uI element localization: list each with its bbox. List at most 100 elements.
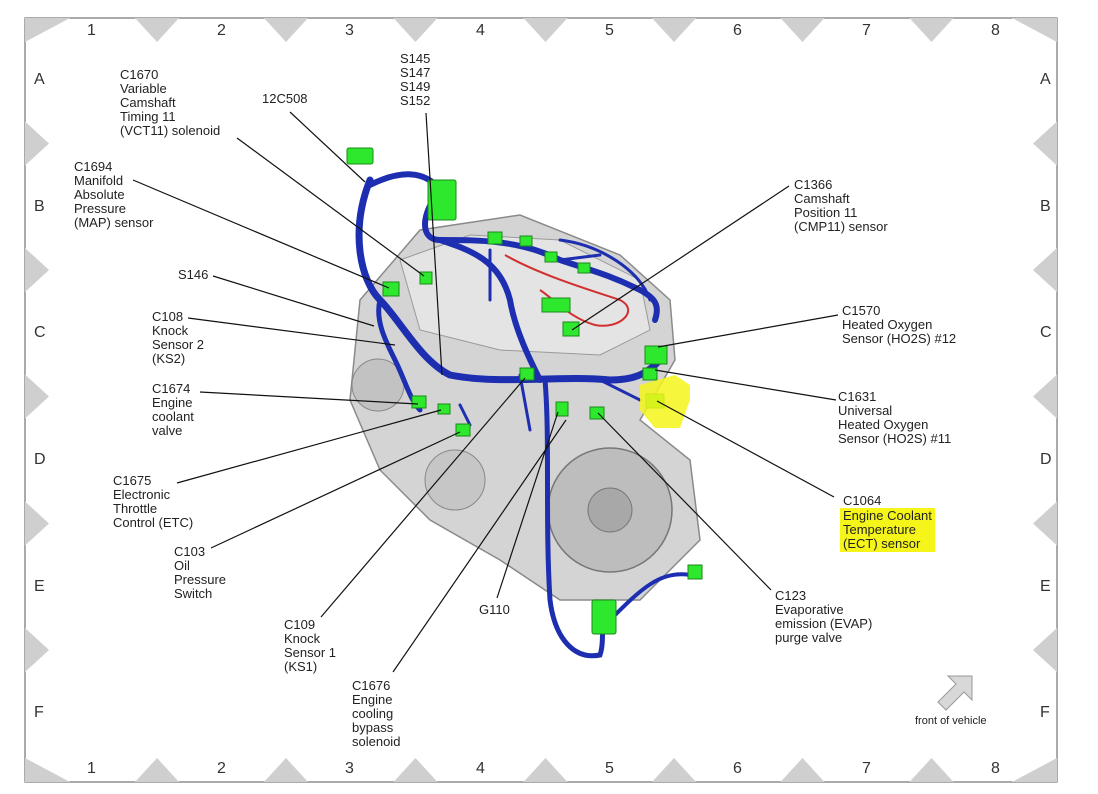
harness-right xyxy=(558,238,652,302)
label-12c508: 12C508 xyxy=(262,91,308,106)
connector-c1366 xyxy=(562,321,580,337)
harness-branch-thin xyxy=(458,248,642,432)
row-label-left: F xyxy=(34,704,44,721)
label-c1675: C1675 Electronic Throttle Control (ETC) xyxy=(113,473,194,530)
label-c123: C123 Evaporative emission (EVAP) purge v… xyxy=(775,588,873,645)
ruler-triangle-top xyxy=(652,18,696,42)
ruler-triangle-bottom xyxy=(393,758,438,782)
label-c1674: C1674 Engine coolant valve xyxy=(152,381,194,438)
ruler-triangle-left xyxy=(25,374,49,419)
column-label-bottom: 2 xyxy=(217,760,226,777)
row-label-right: E xyxy=(1040,578,1051,595)
ruler-triangle-bottom xyxy=(780,758,825,782)
connector-top2 xyxy=(519,235,533,247)
ruler-triangle-bottom xyxy=(523,758,568,782)
ruler-right xyxy=(1033,121,1057,672)
column-label-bottom: 3 xyxy=(345,760,354,777)
label-c103: C103 Oil Pressure Switch xyxy=(174,544,227,601)
leader-lines xyxy=(132,111,839,673)
ruler-triangle-bottom xyxy=(135,758,179,782)
flywheel-hub xyxy=(587,487,633,533)
connector-top1 xyxy=(487,231,503,245)
connector-c1631 xyxy=(642,367,658,381)
label-c109: C109 Knock Sensor 1 (KS1) xyxy=(284,617,337,674)
connector-tail xyxy=(687,564,703,580)
ruler-triangle-left xyxy=(25,501,49,546)
column-label-top: 8 xyxy=(991,22,1000,39)
connector-c1694 xyxy=(382,281,400,297)
label-c1676: C1676 Engine cooling bypass solenoid xyxy=(352,678,401,749)
ruler-bottom xyxy=(25,758,1057,782)
connector-c109 xyxy=(519,367,535,381)
harness-down xyxy=(542,377,608,659)
label-c1694: C1694 Manifold Absolute Pressure (MAP) s… xyxy=(74,159,154,230)
connector-mid1 xyxy=(541,297,571,313)
harness-main xyxy=(355,176,664,384)
column-label-top: 3 xyxy=(345,22,354,39)
connector-c1570 xyxy=(644,345,668,365)
front-arrow-icon xyxy=(937,675,973,711)
row-label-right: B xyxy=(1040,198,1051,215)
label-c1570: C1570 Heated Oxygen Sensor (HO2S) #12 xyxy=(842,303,957,346)
label-s145: S145 S147 S149 S152 xyxy=(400,51,431,108)
column-label-top: 5 xyxy=(605,22,614,39)
row-label-right: D xyxy=(1040,451,1052,468)
harness-loop xyxy=(437,237,543,383)
row-label-right: C xyxy=(1040,324,1052,341)
front-of-vehicle-label: front of vehicle xyxy=(915,715,987,727)
column-label-bottom: 8 xyxy=(991,760,1000,777)
column-label-bottom: 4 xyxy=(476,760,485,777)
connector-top3 xyxy=(544,251,558,263)
column-label-top: 7 xyxy=(862,22,871,39)
ruler-triangle-top xyxy=(523,18,568,42)
ruler-triangle-right xyxy=(1033,628,1057,672)
row-label-left: E xyxy=(34,578,45,595)
label-c1064-name: Engine Coolant Temperature (ECT) sensor xyxy=(840,508,935,552)
row-label-right: A xyxy=(1040,71,1051,88)
connector-c103 xyxy=(455,423,471,437)
ruler-triangle-bottom xyxy=(652,758,696,782)
label-c108: C108 Knock Sensor 2 (KS2) xyxy=(152,309,205,366)
ruler-triangle-bottom xyxy=(1012,758,1057,782)
ruler-triangle-top xyxy=(1012,18,1057,42)
connector-c1674 xyxy=(411,395,427,409)
ruler-triangle-top xyxy=(780,18,825,42)
ruler-triangle-bottom xyxy=(25,758,70,782)
connector-12c508 xyxy=(346,147,374,165)
label-s146: S146 xyxy=(178,267,209,282)
row-label-right: F xyxy=(1040,704,1050,721)
row-label-left: C xyxy=(34,324,46,341)
label-g110: G110 xyxy=(479,602,510,617)
column-label-bottom: 5 xyxy=(605,760,614,777)
ruler-triangle-left xyxy=(25,121,49,166)
column-label-top: 4 xyxy=(476,22,485,39)
label-c1670: C1670 Variable Camshaft Timing 11 (VCT11… xyxy=(120,67,221,138)
column-label-bottom: 7 xyxy=(862,760,871,777)
ruler-triangle-top xyxy=(264,18,308,42)
column-label-top: 6 xyxy=(733,22,742,39)
ruler-triangle-right xyxy=(1033,121,1057,166)
label-c1366: C1366 Camshaft Position 11 (CMP11) senso… xyxy=(794,177,888,234)
row-label-left: D xyxy=(34,451,46,468)
harness-tail xyxy=(608,572,692,622)
label-c1064-id: C1064 xyxy=(843,493,882,508)
connector-s145 xyxy=(427,179,457,221)
ruler-triangle-top xyxy=(909,18,954,42)
column-label-top: 2 xyxy=(217,22,226,39)
connector-g110 xyxy=(555,401,569,417)
ect-highlight xyxy=(640,375,690,428)
connector-bottom xyxy=(591,599,617,635)
ruler-triangle-left xyxy=(25,248,49,292)
connectors xyxy=(346,147,703,635)
column-label-bottom: 6 xyxy=(733,760,742,777)
ruler-top xyxy=(25,18,1057,42)
connector-top4 xyxy=(577,262,591,274)
ruler-triangle-bottom xyxy=(909,758,954,782)
column-label-top: 1 xyxy=(87,22,96,39)
ruler-triangle-top xyxy=(25,18,70,42)
ruler-triangle-right xyxy=(1033,248,1057,292)
connector-c1675 xyxy=(437,403,451,415)
ruler-left xyxy=(25,121,49,672)
ruler-triangle-left xyxy=(25,628,49,672)
